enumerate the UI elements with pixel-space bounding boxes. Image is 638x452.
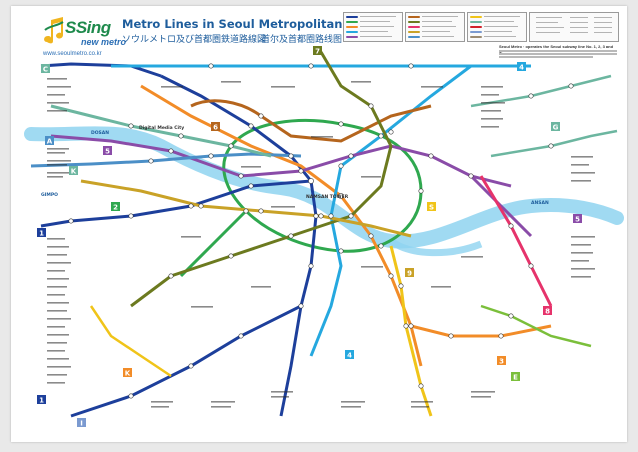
station-markers [68, 63, 574, 399]
jungang-line [490, 129, 618, 158]
badge-line-3: 3 [499, 358, 504, 366]
line-1-north [40, 62, 162, 78]
badge-k-south: K [125, 370, 131, 378]
brand-logo: SSing new metro www.seoulmetro.co.kr [41, 16, 131, 66]
badge-line-5: 5 [105, 148, 110, 156]
brand-subtitle: new metro [81, 37, 127, 47]
badge-line-6: 6 [213, 124, 218, 132]
line-2-branch [179, 209, 248, 278]
label-digital: Digital Media City [139, 125, 184, 131]
station-name-placeholders [47, 78, 595, 408]
gyeongui-line [50, 104, 272, 158]
badge-line-1: 1 [39, 230, 44, 238]
badge-incheon: I [80, 420, 83, 428]
badge-everline: E [513, 374, 518, 382]
badge-line-8: 8 [545, 308, 550, 316]
music-note-logo-icon [44, 17, 64, 44]
legend-lines-b [467, 12, 527, 42]
label-gimpo: GIMPO [41, 192, 58, 198]
legend-symbols [529, 12, 619, 42]
line-5 [50, 134, 512, 188]
han-river-tributary [388, 238, 483, 257]
line-badges: 1 1 2 3 4 4 5 5 6 7 8 9 A K [37, 46, 582, 428]
map-title-japanese: ソウルメトロ及び首都圏鉄道路線図 [122, 35, 267, 45]
badge-line-2: 2 [113, 204, 118, 212]
line-4 [309, 64, 472, 357]
line-6 [190, 99, 432, 143]
line-1 [160, 74, 318, 417]
brand-name: SSing [65, 18, 111, 37]
line-1-west [40, 179, 312, 228]
map-title-chinese: 首尔及首都圈路线图 [261, 35, 343, 45]
badge-line-5-east: 5 [575, 216, 580, 224]
badge-line-7: 7 [315, 48, 320, 56]
legend-fares [343, 12, 403, 42]
everline [480, 304, 592, 348]
brand-url[interactable]: www.seoulmetro.co.kr [43, 51, 102, 57]
line-5-branch [469, 174, 533, 238]
badge-line-4-south: 4 [347, 352, 352, 360]
line-1-south [70, 304, 302, 418]
legend-lines-a [405, 12, 465, 42]
gyeongchun-line [470, 74, 612, 108]
han-river [24, 126, 624, 249]
badge-central: C [43, 66, 48, 74]
badge-bundang: S [429, 204, 434, 212]
metro-map: 1 1 2 3 4 4 5 5 6 7 8 9 A K [24, 46, 624, 428]
suin-line [89, 305, 172, 378]
label-dosan: DOSAN [91, 130, 109, 136]
badge-line-1-south: 1 [39, 397, 44, 405]
badge-line-9: 9 [407, 270, 412, 278]
badge-gyeongchun: G [553, 124, 559, 132]
label-ansan: ANSAN [531, 200, 549, 206]
badge-line-4: 4 [519, 64, 524, 72]
line-3-east [410, 324, 552, 338]
map-title-english: Metro Lines in Seoul Metropolitan Area [122, 17, 377, 31]
operator-notice-lines [499, 50, 617, 59]
map-page: SSing new metro www.seoulmetro.co.kr Met… [11, 6, 627, 442]
label-namsan: NAMSAN TOWER [306, 194, 349, 200]
badge-airport: A [47, 138, 53, 146]
line-7 [130, 51, 393, 308]
operator-notice: Seoul Metro · operates the Seoul subway … [499, 44, 614, 54]
line-8 [479, 175, 553, 307]
badge-gyeongui: K [71, 168, 77, 176]
